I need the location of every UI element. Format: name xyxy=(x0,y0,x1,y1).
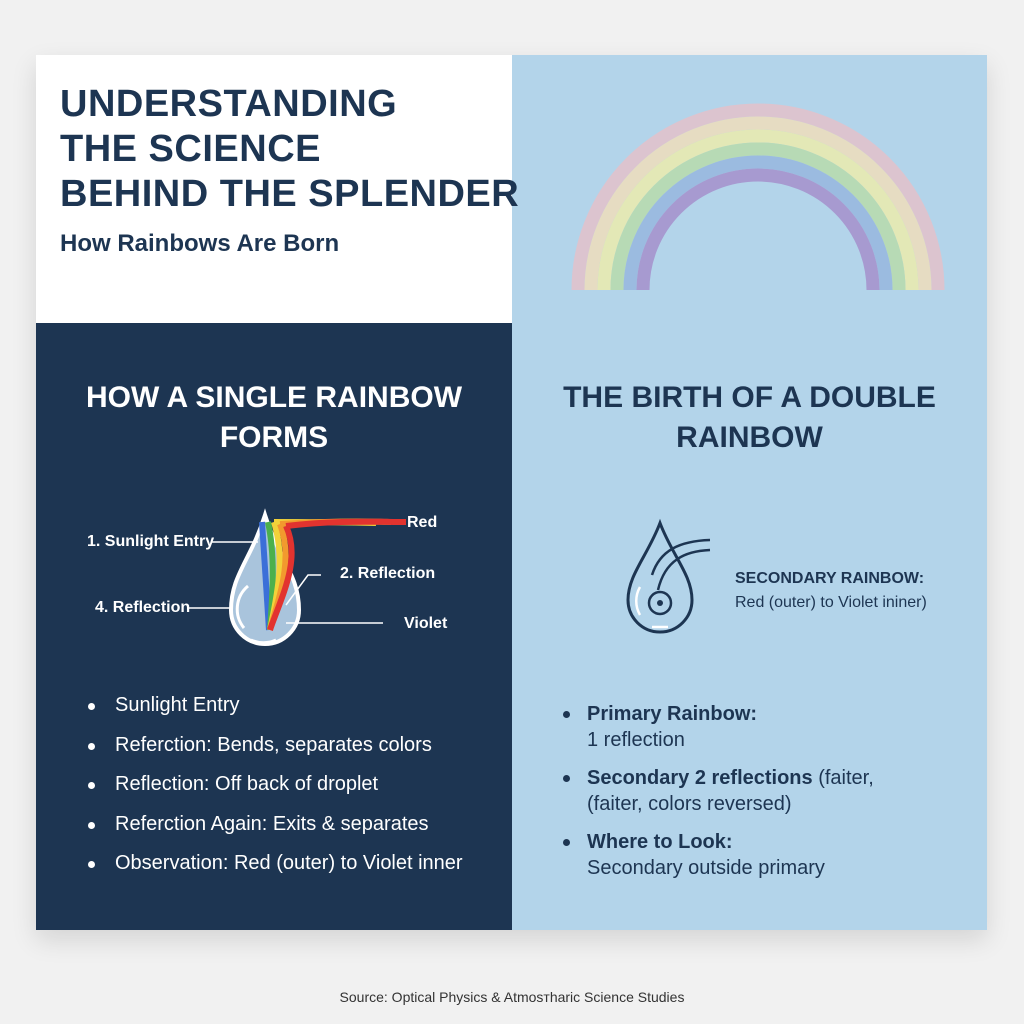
title-line: UNDERSTANDING xyxy=(60,83,398,125)
subtitle: How Rainbows Are Born xyxy=(60,230,340,257)
list-item: Reflection: Off back of droplet xyxy=(88,773,463,813)
title-line: BEHIND THE SPLENDER xyxy=(60,173,520,215)
label-red: Red xyxy=(407,514,438,531)
list-item: Observation: Red (outer) to Violet inner xyxy=(88,852,463,892)
droplet-outline-icon xyxy=(626,518,711,634)
spectrum-violet xyxy=(259,521,272,631)
fact-text: Secondary outside primary xyxy=(587,857,825,879)
rainbow-band xyxy=(610,142,906,291)
heading-line: THE BIRTH OF A DOUBLE xyxy=(563,381,936,414)
fact-title: Primary Rainbow: xyxy=(587,703,758,725)
list-item: Where to Look: Secondary outside primary xyxy=(563,829,874,881)
list-item: Sunlight Entry xyxy=(88,694,463,734)
single-rainbow-steps: Sunlight Entry Referction: Bends, separa… xyxy=(88,694,463,892)
list-item: Referction: Bends, separates colors xyxy=(88,734,463,774)
heading-line: HOW A SINGLE RAINBOW xyxy=(85,381,463,414)
rainbow-band xyxy=(584,116,932,291)
title-line: THE SCIENCE xyxy=(60,128,321,170)
heading-line: FORMS xyxy=(219,421,329,454)
heading-line: RAINBOW xyxy=(676,421,823,454)
rainbow-illustration xyxy=(571,103,945,291)
leader-line xyxy=(285,574,321,606)
page-title: UNDERSTANDING THE SCIENCE BEHIND THE SPL… xyxy=(60,82,519,217)
fact-text: (faiter, xyxy=(812,767,874,789)
double-rainbow-heading: THE BIRTH OF A DOUBLE RAINBOW xyxy=(512,378,987,458)
label-sunlight-entry: 1. Sunlight Entry xyxy=(87,533,215,550)
label-reflection-4: 4. Reflection xyxy=(95,599,191,616)
fact-text: 1 reflection xyxy=(587,729,685,751)
fact-title: Where to Look: xyxy=(587,831,733,853)
list-item: Referction Again: Exits & separates xyxy=(88,813,463,853)
source-citation: Source: Optical Physics & Atmosтharic Sc… xyxy=(339,989,685,1005)
header-panel xyxy=(36,55,512,323)
double-rainbow-facts: Primary Rainbow: 1 reflection Secondary 2… xyxy=(563,701,874,893)
list-item: Primary Rainbow: 1 reflection xyxy=(563,701,874,753)
note-title: SECONDARY RAINBOW: xyxy=(735,570,925,587)
rainbow-band xyxy=(623,155,893,291)
note-text: Red (outer) to Violet ininer) xyxy=(735,594,927,611)
list-item: Secondary 2 reflections (faiter, (faiter,… xyxy=(563,765,874,817)
spectrum-red xyxy=(267,518,407,631)
rainbow-band xyxy=(636,168,880,291)
secondary-rainbow-note: SECONDARY RAINBOW: Red (outer) to Violet… xyxy=(735,567,927,615)
fact-text: (faiter, colors reversed) xyxy=(587,793,792,815)
rainbow-band xyxy=(597,129,919,291)
fact-title: Secondary 2 reflections xyxy=(587,767,813,789)
label-violet: Violet xyxy=(404,615,448,632)
droplet-diagram xyxy=(188,508,407,646)
single-rainbow-heading: HOW A SINGLE RAINBOW FORMS xyxy=(36,378,512,458)
rainbow-band xyxy=(571,103,945,291)
label-reflection-2: 2. Reflection xyxy=(340,565,436,582)
